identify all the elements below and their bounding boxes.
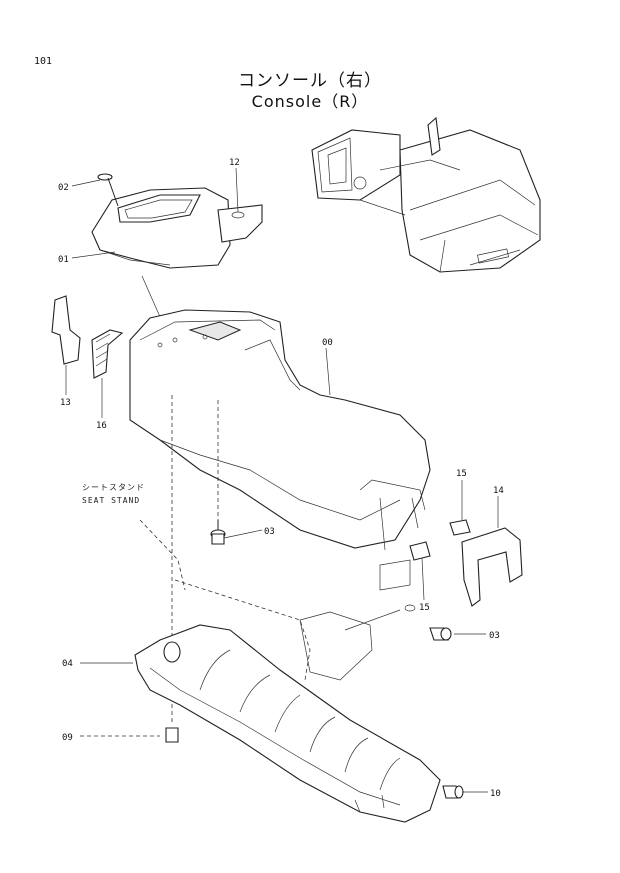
screw-part-02 — [97, 173, 119, 207]
clip-part-13 — [51, 295, 81, 365]
title-japanese: コンソール（右） — [238, 71, 382, 91]
bracket-part-12 — [217, 204, 263, 243]
label-part-03-lower: 03 — [489, 631, 500, 641]
screw-part-10 — [442, 785, 464, 799]
screw-part-03-lower — [429, 627, 452, 641]
label-part-03-upper: 03 — [264, 527, 275, 537]
screw-part-09 — [165, 727, 179, 743]
excavator-overview-illustration — [311, 116, 541, 273]
seat-stand-note-jp: シートスタンド — [82, 483, 145, 492]
label-part-01: 01 — [58, 255, 69, 265]
label-part-00: 00 — [322, 338, 333, 348]
cover-part-01 — [91, 187, 231, 269]
label-part-15-upper: 15 — [456, 469, 467, 479]
strip-part-16 — [91, 329, 124, 379]
label-part-16: 16 — [96, 421, 107, 431]
bottom-tray-part-04 — [134, 624, 441, 823]
pad-part-15a — [449, 519, 471, 536]
label-part-09: 09 — [62, 733, 73, 743]
label-part-15-lower: 15 — [419, 603, 430, 613]
title-english: Console（R） — [251, 92, 369, 111]
page-number: 101 — [34, 56, 53, 67]
cover-part-14 — [461, 527, 523, 607]
label-part-02: 02 — [58, 183, 69, 193]
screw-part-03-upper — [210, 520, 226, 545]
label-part-04: 04 — [62, 659, 73, 669]
seat-stand-outline — [139, 519, 416, 681]
label-part-10: 10 — [490, 789, 501, 799]
label-part-12: 12 — [229, 158, 240, 168]
label-part-14: 14 — [493, 486, 504, 496]
leader-lines — [65, 167, 499, 793]
pad-part-15b — [409, 541, 431, 561]
seat-stand-note-en: SEAT STAND — [82, 496, 140, 505]
label-part-13: 13 — [60, 398, 71, 408]
console-body-part-00 — [129, 309, 431, 551]
